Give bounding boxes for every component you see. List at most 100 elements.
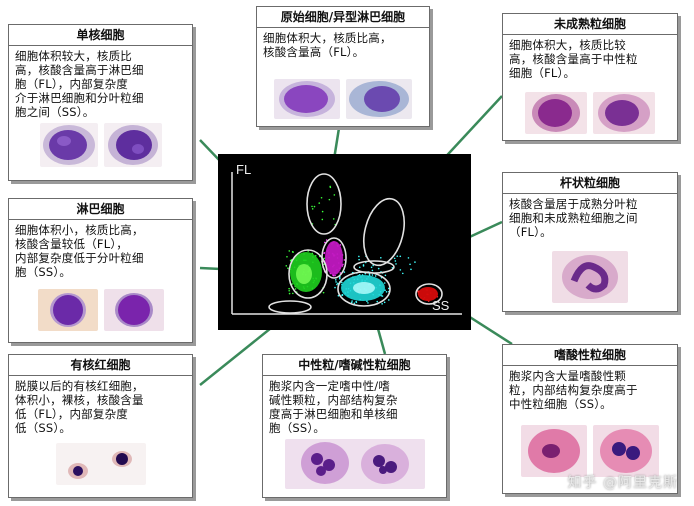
- scatter-dot: [323, 257, 326, 260]
- primitive-title: 原始细胞/异型淋巴细胞: [257, 7, 429, 28]
- scatter-dot: [394, 260, 397, 262]
- eosinophil-images: [503, 425, 677, 477]
- scatter-dot: [287, 267, 289, 269]
- nrbc-desc: 脱膜以后的有核红细胞， 体积小，裸核，核酸含量 低（FL），内部复杂度 低（SS…: [9, 376, 192, 437]
- neutrophil-desc: 胞浆内含一定嗜中性/嗜 碱性颗粒，内部结构复杂 度高于淋巴细胞和单核细 胞（SS…: [263, 376, 446, 437]
- scatter-dot: [366, 300, 368, 303]
- scatter-dot: [325, 239, 328, 241]
- gate-neutrophil: [337, 271, 391, 307]
- monocyte-desc-line: 胞之间（SS）。: [15, 105, 95, 119]
- immature-cell-image: [593, 92, 655, 134]
- gate-eosinophil: [415, 283, 443, 305]
- eosinophil-desc-line: 粒，内部结构复杂度高于: [509, 383, 638, 397]
- neutrophil-images: [263, 439, 446, 489]
- eosinophil-desc-line: 胞浆内含大量嗜酸性颗: [509, 369, 626, 383]
- gate-primitive: [306, 173, 342, 235]
- eosinophil-box: 嗜酸性粒细胞 胞浆内含大量嗜酸性颗 粒，内部结构复杂度高于 中性粒细胞（SS）。: [502, 344, 678, 494]
- scatter-dot: [414, 261, 416, 263]
- monocyte-images: [9, 123, 192, 167]
- immature-images: [503, 92, 677, 134]
- scatter-dot: [377, 267, 380, 270]
- scatter-dot: [355, 300, 357, 303]
- scatter-dot: [285, 265, 288, 267]
- scatter-dot: [341, 281, 343, 284]
- neutrophil-cluster-core: [353, 282, 375, 294]
- band-desc-line: 细胞和未成熟粒细胞之间: [509, 211, 638, 225]
- eosinophil-desc-line: 中性粒细胞（SS）。: [509, 397, 612, 411]
- eosinophil-cell-image: [593, 425, 659, 477]
- atypical-lymph-image: [346, 79, 412, 119]
- scatter-dot: [371, 269, 374, 272]
- immature-desc: 细胞体积大，核质比较 高，核酸含量高于中性粒 细胞（FL）。: [503, 35, 677, 82]
- band-desc: 核酸含量居于成熟分叶粒 细胞和未成熟粒细胞之间 （FL）。: [503, 194, 677, 241]
- neutrophil-box: 中性粒/嗜碱性粒细胞 胞浆内含一定嗜中性/嗜 碱性颗粒，内部结构复杂 度高于淋巴…: [262, 354, 447, 498]
- lymphocyte-desc-line: 胞（SS）。: [15, 265, 72, 279]
- immature-desc-line: 高，核酸含量高于中性粒: [509, 52, 638, 66]
- scatter-dot: [343, 259, 346, 261]
- band-title: 杆状粒细胞: [503, 173, 677, 194]
- scatter-dot: [291, 250, 294, 253]
- immature-desc-line: 细胞体积大，核质比较: [509, 38, 626, 52]
- scatter-dot: [291, 283, 293, 285]
- scatter-dot: [393, 257, 396, 260]
- scattergram-panel: FL SS: [218, 154, 471, 330]
- scatter-dot: [381, 295, 384, 297]
- lymphocyte-images: [9, 289, 192, 331]
- neutrophil-title: 中性粒/嗜碱性粒细胞: [263, 355, 446, 376]
- scatter-dot: [350, 301, 353, 304]
- scatter-dot: [294, 288, 297, 290]
- scatter-dot: [339, 272, 342, 274]
- scatter-dot: [336, 283, 338, 286]
- monocyte-cell-image: [103, 123, 162, 167]
- nrbc-desc-line: 体积小，裸核，核酸含量: [15, 393, 144, 407]
- scatter-dot: [362, 265, 365, 267]
- monocyte-desc-line: 细胞体积较大，核质比: [15, 49, 132, 63]
- scatter-dot: [409, 263, 411, 266]
- scatter-dot: [321, 210, 324, 213]
- scatter-dot: [342, 263, 344, 266]
- scatter-dot: [399, 255, 402, 258]
- band-desc-line: （FL）。: [509, 225, 552, 239]
- neutrophil-desc-line: 胞（SS）。: [269, 421, 326, 435]
- lymphocyte-desc: 细胞体积小，核质比高， 核酸含量较低（FL）， 内部复杂度低于分叶粒细 胞（SS…: [9, 220, 192, 281]
- scatter-dot: [358, 258, 360, 261]
- scatter-dot: [396, 255, 399, 257]
- scatter-dot: [364, 272, 367, 275]
- scatter-dot: [371, 274, 374, 276]
- scatter-dot: [313, 205, 316, 208]
- eosinophil-title: 嗜酸性粒细胞: [503, 345, 677, 366]
- neutrophil-cell-image: [284, 439, 425, 489]
- lymphocyte-desc-line: 核酸含量较低（FL），: [15, 237, 128, 251]
- scatter-dot: [376, 300, 379, 303]
- scatter-dot: [410, 268, 412, 271]
- scatter-dot: [358, 255, 360, 258]
- scatter-dot: [381, 303, 383, 305]
- scatter-dot: [401, 272, 404, 275]
- band-images: [503, 251, 677, 303]
- watermark: 知乎 @阿里克斯: [567, 475, 678, 491]
- monocyte-cell-image: [39, 123, 98, 167]
- gate-monocyte: [321, 237, 347, 279]
- scatter-dot: [407, 257, 410, 259]
- lymphocyte-desc-line: 内部复杂度低于分叶粒细: [15, 251, 144, 265]
- eosinophil-cluster: [418, 287, 438, 301]
- scatter-dot: [367, 302, 369, 304]
- primitive-desc-line: 细胞体积大，核质比高，: [263, 31, 392, 45]
- primitive-images: [257, 79, 429, 119]
- lymphocyte-desc-line: 细胞体积小，核质比高，: [15, 223, 144, 237]
- scatter-dot: [332, 274, 335, 277]
- scatter-dot: [339, 277, 341, 280]
- scatter-dot: [387, 287, 390, 290]
- scatter-dot: [328, 198, 331, 201]
- monocyte-desc: 细胞体积较大，核质比 高，核酸含量高于淋巴细 胞（FL），内部复杂度 介于淋巴细…: [9, 46, 192, 121]
- scatter-dot: [288, 289, 290, 292]
- scatter-dot: [323, 252, 325, 255]
- scatter-dot: [343, 271, 346, 273]
- scatter-dot: [337, 294, 340, 297]
- scatter-dot: [322, 291, 325, 294]
- nrbc-desc-line: 低（SS）。: [15, 421, 72, 435]
- scatter-dot: [292, 292, 294, 295]
- nrbc-images: [9, 443, 192, 485]
- lymphocyte-cluster-core: [296, 264, 312, 284]
- lymphocyte-title: 淋巴细胞: [9, 199, 192, 220]
